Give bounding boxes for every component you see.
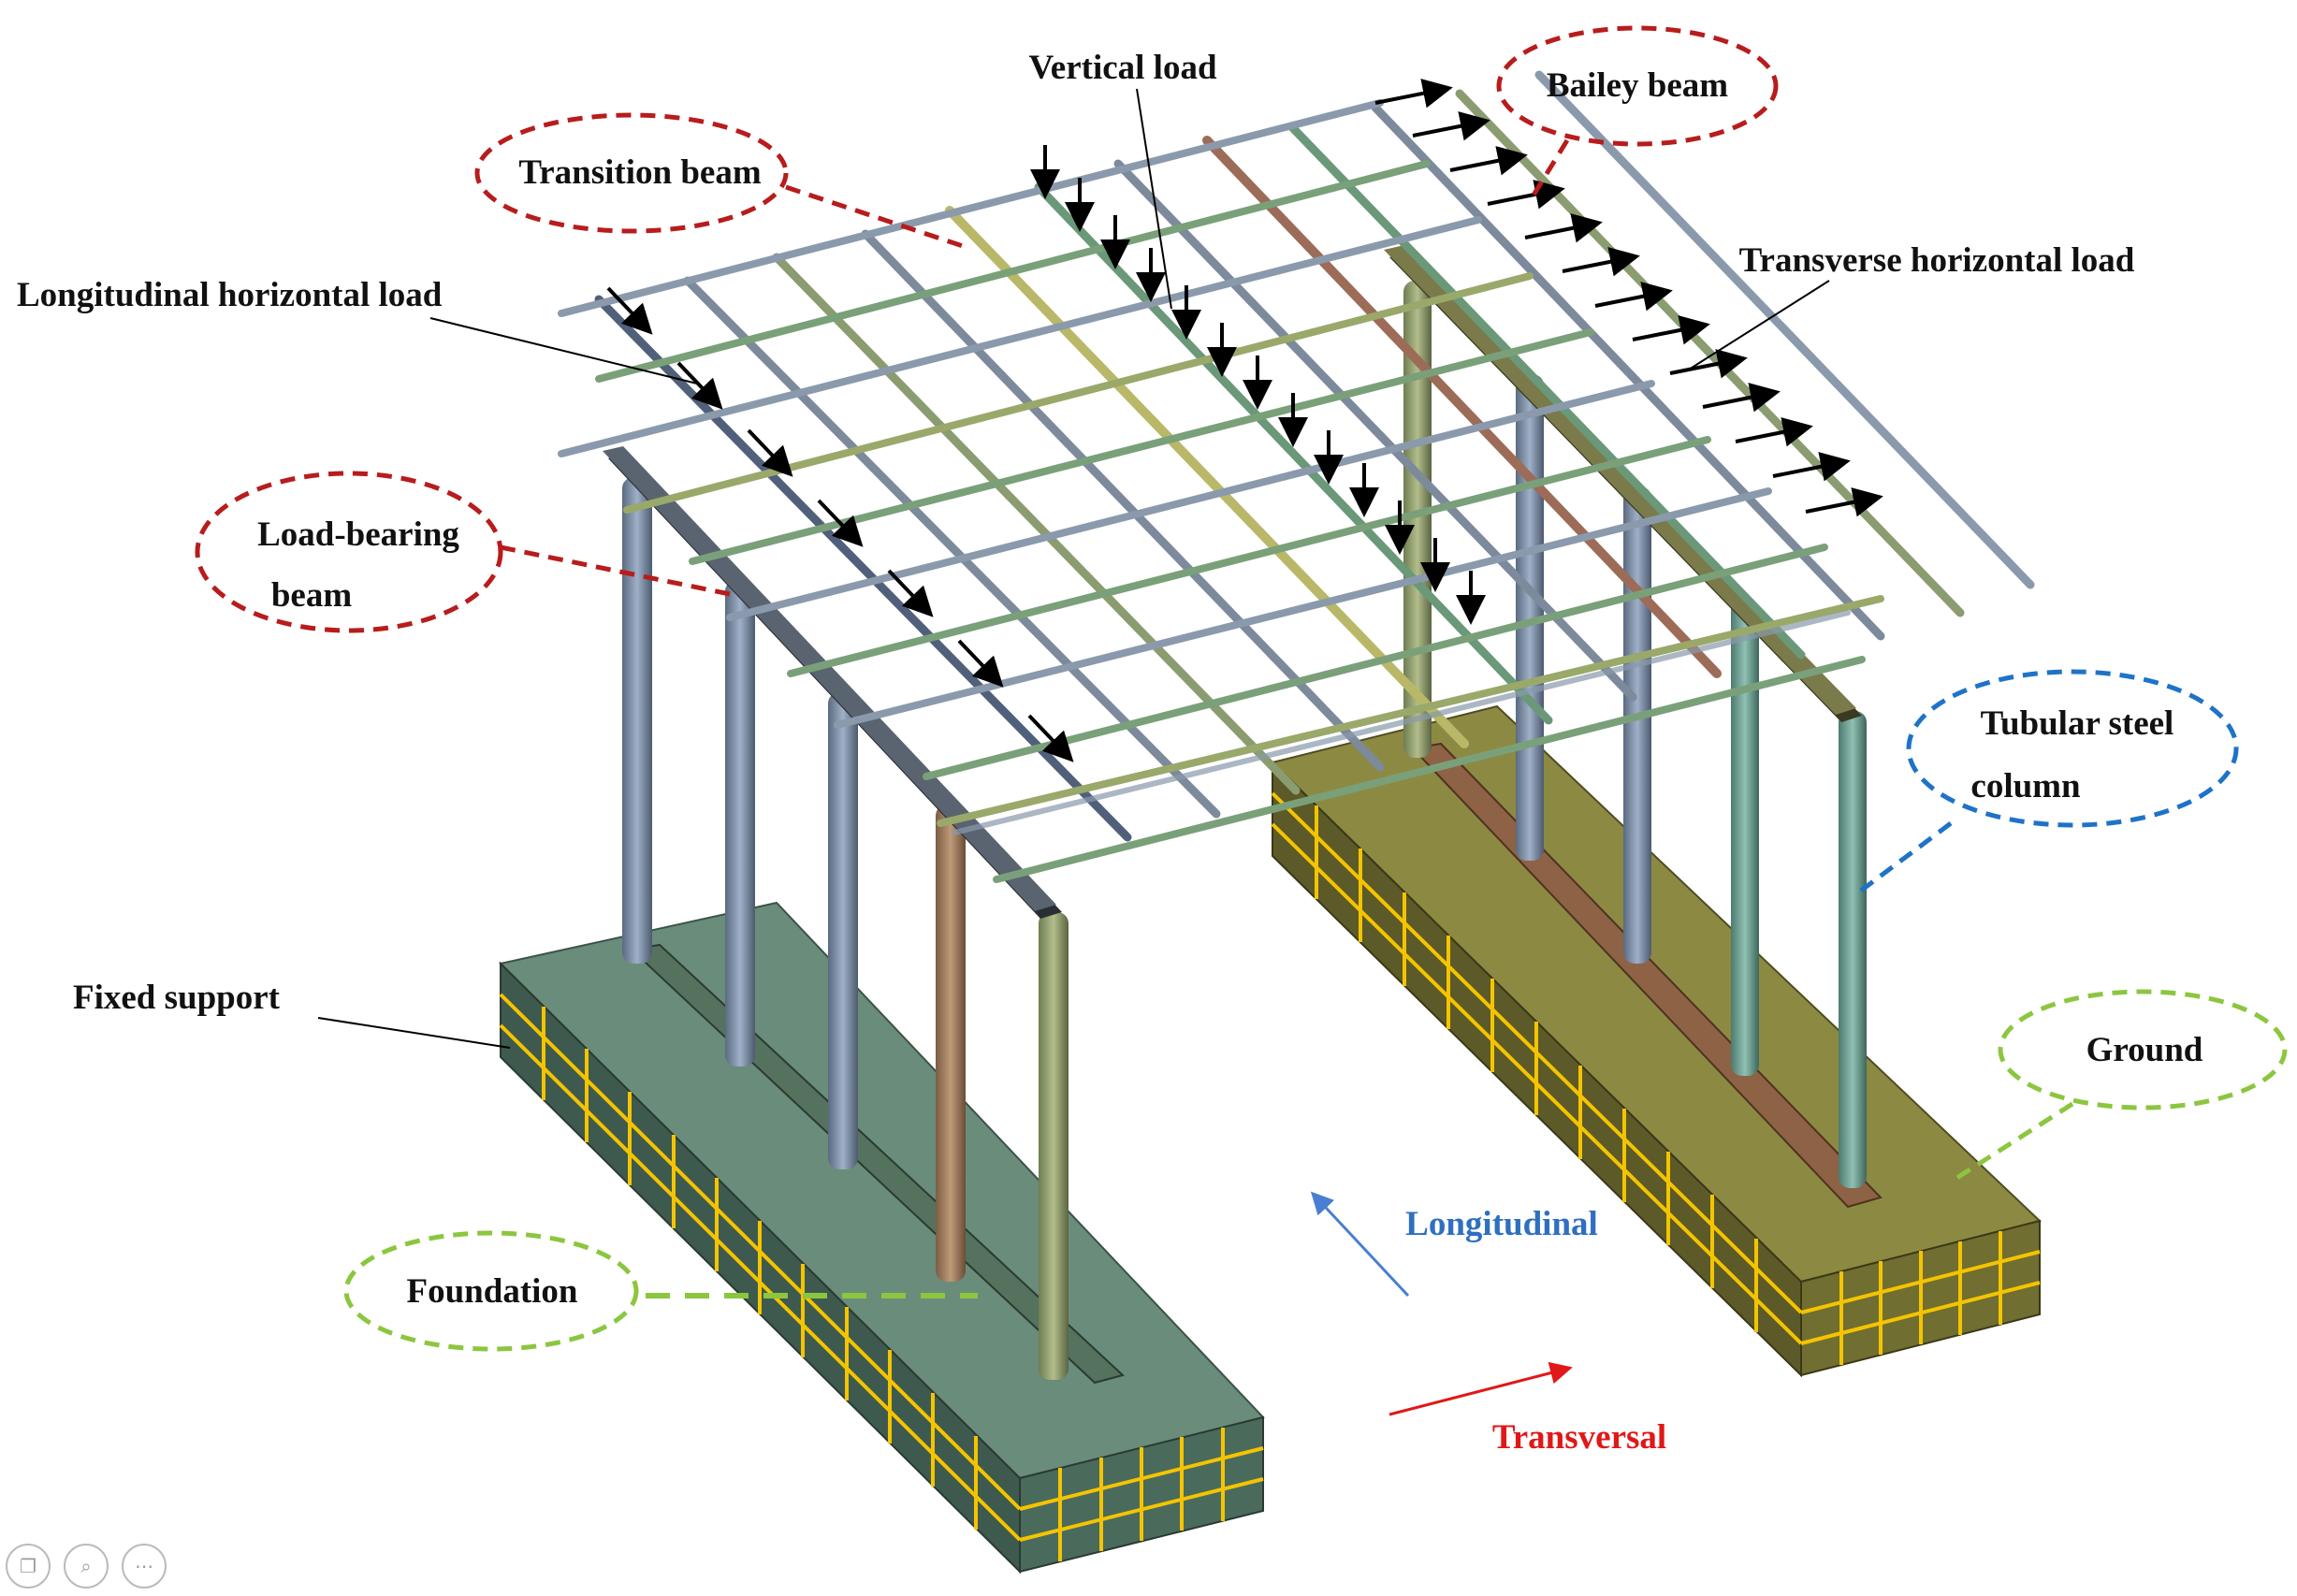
cross-beam [923,544,1828,780]
left-column [1039,912,1069,1380]
bailey-beam [1534,70,2035,589]
right-load-bearing-beam-top [1384,245,1856,715]
fixed-support-leader [317,1017,511,1049]
bailey-beam [1034,182,1553,725]
right-columns [1403,281,1867,1188]
cross-beam [952,610,1851,835]
longitudinal-horizontal-load-leader [429,317,698,384]
vertical-load-leader [1136,88,1172,310]
bailey-beam [1371,103,1885,641]
zoom-icon[interactable]: ⌕ [64,1544,109,1589]
copy-icon[interactable]: ❐ [6,1544,51,1589]
right-foundation-front-mesh [1800,1231,2041,1365]
ground-label: Ground [2086,1031,2203,1069]
cross-beam [558,216,1482,457]
bailey-beam-callout [1496,25,1779,147]
transition-beam-label: Transition beam [518,153,762,192]
longitudinal-horizontal-load-label: Longitudinal horizontal load [17,276,443,314]
transition-beam-callout [474,112,789,234]
cross-beam [558,99,1384,317]
vertical-load-label: Vertical load [1028,49,1217,87]
cross-beam [726,380,1655,621]
left-columns [622,477,1069,1380]
tubular-steel-column-callout [1906,669,2239,828]
left-column [622,477,652,964]
bailey-beam-label: Bailey beam [1547,66,1728,105]
cross-beam [787,436,1711,677]
right-column [1839,711,1867,1188]
left-foundation-front-mesh [1019,1428,1264,1561]
tubular-steel-column-leader [1855,821,1953,895]
bailey-beam [1113,159,1637,702]
cross-beam [623,272,1534,514]
left-foundation [498,901,1265,1574]
tubular-steel-column-label-2: column [1970,767,2081,805]
load-bearing-beam-callout [195,471,503,633]
left-column [936,805,966,1282]
left-foundation-side-mesh [499,993,1022,1542]
load-bearing-beam-leader [500,544,731,597]
cross-beam [993,656,1866,883]
more-icon[interactable]: ⋯ [122,1544,167,1589]
longitudinal-direction-label: Longitudinal [1405,1205,1598,1243]
tubular-steel-column-label-1: Tubular steel [1981,704,2174,743]
bailey-beam-leader [1527,138,1570,203]
load-bearing-beam-label-2: beam [271,576,353,615]
right-column [1731,599,1759,1076]
cross-beam [689,328,1594,565]
left-column [828,692,858,1169]
bailey-beam [861,229,1385,772]
right-column [1623,486,1651,964]
transverse-horizontal-load-leader [1688,280,1830,370]
bailey-beam [1287,122,1806,660]
transversal-direction-label: Transversal [1492,1418,1666,1457]
transverse-horizontal-load-label: Transverse horizontal load [1739,241,2135,280]
vertical-load-arrows [1030,145,1486,625]
right-foundation-side-mesh [1271,791,1803,1345]
fixed-support-label: Fixed support [73,979,281,1017]
transition-beam [945,206,1469,748]
cross-beam [595,160,1431,383]
load-bearing-beam-label-1: Load-bearing [257,515,459,554]
ground-callout [1998,989,2288,1110]
foundation-label: Foundation [406,1272,577,1311]
image-toolbar: ❐ ⌕ ⋯ [6,1544,167,1589]
longitudinal-horizontal-load-arrows [606,286,1074,762]
bailey-beam [683,276,1221,819]
left-column [725,580,755,1066]
foundation-callout [343,1230,639,1352]
transversal-direction-arrow [1388,1361,1573,1416]
longitudinal-direction-arrow [1310,1191,1410,1298]
right-column [1403,281,1432,758]
cross-beam [937,595,1884,827]
transition-beam-leader [785,184,969,251]
transverse-horizontal-load-arrows [1374,79,1883,517]
load-bearing-beams [603,245,1862,919]
left-load-bearing-beam-top [603,446,1056,911]
bailey-beam [1202,136,1722,678]
